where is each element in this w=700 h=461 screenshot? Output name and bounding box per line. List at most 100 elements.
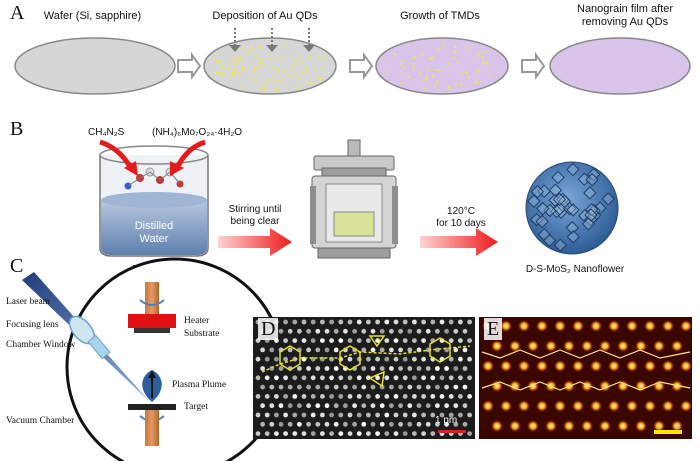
atom: [435, 384, 440, 390]
atom: [416, 421, 422, 427]
atom: [435, 366, 440, 371]
atom: [375, 394, 380, 399]
atom: [306, 328, 311, 334]
au-qd: [277, 67, 280, 70]
atom: [324, 366, 330, 371]
atom-glow: [599, 420, 611, 432]
atom: [329, 319, 334, 325]
atom: [462, 366, 468, 371]
au-qd: [255, 54, 258, 57]
atom-glow: [653, 340, 665, 352]
atom: [402, 338, 408, 343]
atom: [402, 356, 408, 362]
atom: [384, 431, 390, 436]
atom: [398, 347, 403, 353]
petal: [548, 193, 562, 207]
atom: [389, 403, 394, 409]
atom: [356, 338, 362, 343]
au-qd: [242, 68, 245, 71]
au-qd: [301, 71, 304, 74]
au-qd: [232, 72, 235, 75]
au-qd: [488, 73, 491, 76]
atom: [467, 338, 472, 343]
atom: [306, 347, 311, 353]
au-qd: [254, 70, 257, 73]
atom: [366, 412, 371, 418]
atom: [379, 347, 385, 353]
atom: [287, 347, 293, 353]
atom: [370, 366, 376, 371]
au-qd: [453, 56, 456, 59]
au-qd: [233, 70, 236, 73]
au-qd: [276, 88, 279, 91]
atom-glow: [671, 340, 683, 352]
au-qd: [412, 63, 415, 66]
atom: [462, 384, 468, 390]
wafer-ellipse: [14, 37, 176, 95]
atom: [356, 412, 362, 418]
atom: [366, 375, 371, 381]
atom: [439, 375, 445, 381]
atom: [283, 375, 288, 381]
au-qd: [282, 43, 285, 46]
atom-glow: [554, 400, 566, 412]
atom: [402, 375, 408, 381]
atom: [421, 356, 426, 362]
atom-glow: [491, 340, 503, 352]
atom: [347, 431, 353, 436]
au-qd: [467, 76, 470, 79]
atom: [425, 328, 431, 334]
atom: [315, 328, 321, 334]
atom: [320, 431, 325, 436]
atom: [338, 431, 344, 436]
au-qd: [236, 57, 239, 60]
atom: [306, 384, 311, 390]
atom: [324, 328, 330, 334]
atom: [366, 319, 371, 325]
au-qd: [293, 58, 296, 61]
atom: [435, 328, 440, 334]
atom-glow: [500, 320, 512, 332]
atom: [393, 394, 399, 399]
atom-glow: [590, 400, 602, 412]
atom: [425, 384, 431, 390]
atom: [421, 338, 426, 343]
atom: [283, 394, 288, 399]
atom: [269, 421, 275, 427]
au-qd: [400, 59, 403, 62]
au-qd: [256, 66, 259, 69]
atom-glow: [608, 320, 620, 332]
au-qd: [282, 78, 285, 81]
atom-glow: [518, 320, 530, 332]
panel-c-label: C: [10, 255, 24, 277]
au-qd: [413, 67, 416, 70]
au-qd: [260, 46, 263, 49]
au-qd: [477, 69, 480, 72]
atom: [361, 328, 367, 334]
atom-glow: [680, 360, 692, 372]
atom: [448, 338, 454, 343]
petal: [551, 170, 565, 185]
au-qd: [408, 76, 411, 79]
au-qd: [414, 56, 417, 59]
atom: [338, 394, 344, 399]
atom: [384, 375, 390, 381]
atom-glow: [617, 380, 629, 392]
atom: [421, 412, 426, 418]
atom: [398, 421, 403, 427]
au-qd: [301, 62, 304, 65]
atom: [458, 319, 463, 325]
atom: [274, 394, 279, 399]
atom: [269, 403, 275, 409]
au-qd: [232, 63, 235, 66]
panel-b-label: B: [10, 118, 24, 140]
atom: [402, 431, 408, 436]
au-qd: [261, 64, 264, 67]
au-qd: [385, 71, 388, 74]
atom-glow: [599, 340, 611, 352]
au-qd: [455, 83, 458, 86]
atom: [444, 328, 449, 334]
petal: [565, 221, 579, 235]
panel-a-label: A: [10, 2, 25, 24]
atom: [329, 338, 334, 343]
